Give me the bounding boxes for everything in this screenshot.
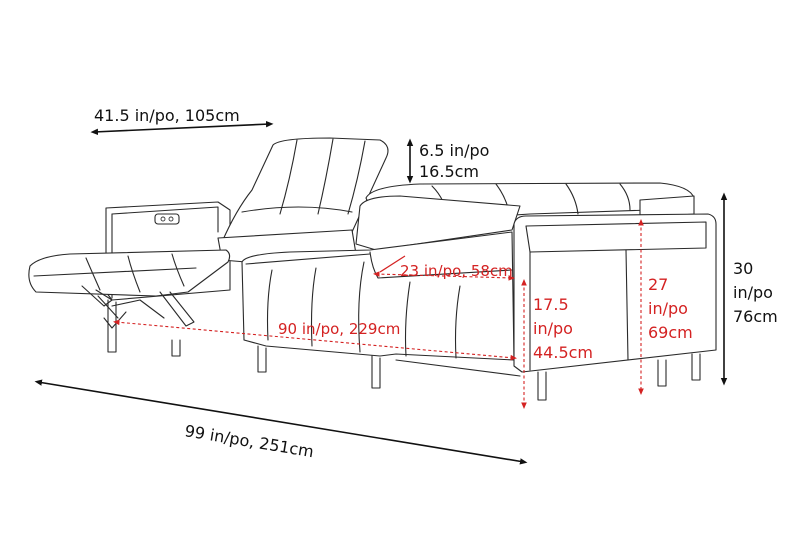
right-back-cushion [355,195,521,251]
height-label-unit: in/po [733,283,773,302]
dimension-lines [34,120,728,465]
headrest-raise-label-in: 6.5 in/po [419,141,489,160]
extended-footrest [28,249,231,329]
arm-height-label-value: 27 [648,275,668,294]
seat-height-label-cm: 44.5cm [533,343,593,362]
total-width-label: 99 in/po, 251cm [183,421,315,461]
recliner-length-arrow [90,120,274,136]
arm-height-label-unit: in/po [648,299,688,318]
seat-height-label-value: 17.5 [533,295,569,314]
seat-depth-arrow [373,271,515,281]
sofa-illustration [28,137,717,401]
height-label-value: 30 [733,259,753,278]
seat-width-arrow [113,319,517,361]
right-armrest [395,213,717,377]
seat-depth-leader [379,255,406,273]
recliner-length-label: 41.5 in/po, 105cm [94,106,240,125]
arm-height-label-cm: 69cm [648,323,693,342]
headrest-raise-label-cm: 16.5cm [419,162,479,181]
power-button-icon [154,213,180,225]
height-label-cm: 76cm [733,307,778,326]
seat-height-label-unit: in/po [533,319,573,338]
left-backrest-raised [221,137,389,243]
seat-width-label: 90 in/po, 229cm [278,320,400,338]
total-width-arrow [34,379,528,465]
seat-depth-label: 23 in/po, 58cm [400,262,513,280]
